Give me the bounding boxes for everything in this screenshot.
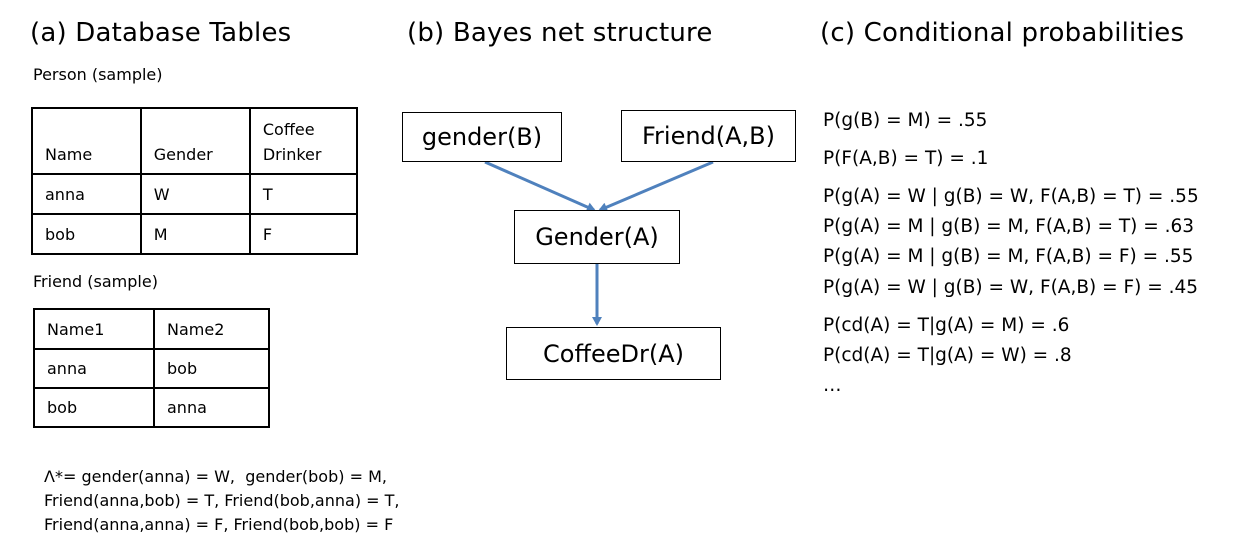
node-gender-a: Gender(A) (514, 210, 680, 264)
table-row: anna W T (31, 173, 359, 215)
table-cell: anna (31, 173, 142, 215)
assignment-line: Λ*= gender(anna) = W, gender(bob) = M, (44, 467, 387, 486)
edge-gender-b-to-gender-a (484, 160, 596, 212)
probability-line: P(g(A) = M | g(B) = M, F(A,B) = F) = .55 (823, 246, 1194, 267)
person-table: Name Gender Coffee Drinker anna W T bob … (31, 107, 359, 255)
column-header: Gender (139, 107, 251, 175)
probability-line: P(g(A) = W | g(B) = W, F(A,B) = F) = .45 (823, 277, 1199, 298)
table-cell: bob (31, 213, 142, 255)
table-row: anna bob (33, 348, 270, 389)
edge-friend-ab-to-gender-a (598, 160, 714, 212)
friend-table-caption: Friend (sample) (33, 272, 158, 291)
title-bayes-net-structure: (b) Bayes net structure (407, 18, 713, 48)
table-cell: anna (153, 387, 270, 428)
table-cell: F (248, 213, 359, 255)
assignment-line: Friend(anna,anna) = F, Friend(bob,bob) =… (44, 515, 394, 534)
probability-line: P(cd(A) = T|g(A) = M) = .6 (823, 315, 1070, 336)
probability-line: P(cd(A) = T|g(A) = W) = .8 (823, 345, 1072, 366)
node-coffee-drinker: CoffeeDr(A) (506, 327, 721, 380)
column-header: Coffee Drinker (248, 107, 359, 175)
table-cell: bob (153, 348, 270, 389)
friend-table: Name1 Name2 anna bob bob anna (33, 308, 270, 428)
node-gender-b: gender(B) (402, 112, 562, 162)
probability-line: P(g(A) = W | g(B) = W, F(A,B) = T) = .55 (823, 186, 1199, 207)
assignment-line: Friend(anna,bob) = T, Friend(bob,anna) =… (44, 491, 400, 510)
column-header: Name (31, 107, 142, 175)
table-row: bob M F (31, 213, 359, 255)
table-cell: T (248, 173, 359, 215)
node-label: gender(B) (421, 123, 543, 151)
probability-ellipsis: … (823, 375, 842, 396)
table-header-row: Name Gender Coffee Drinker (31, 107, 359, 175)
node-friend-ab: Friend(A,B) (621, 110, 796, 162)
title-conditional-probabilities: (c) Conditional probabilities (820, 18, 1185, 48)
person-table-caption: Person (sample) (33, 65, 163, 84)
probability-line: P(g(B) = M) = .55 (823, 110, 988, 131)
node-label: Gender(A) (535, 223, 659, 251)
node-label: Friend(A,B) (641, 122, 776, 150)
table-row: bob anna (33, 387, 270, 428)
table-header-row: Name1 Name2 (33, 308, 270, 350)
table-cell: W (139, 173, 251, 215)
table-cell: M (139, 213, 251, 255)
title-database-tables: (a) Database Tables (30, 18, 292, 48)
node-label: CoffeeDr(A) (543, 339, 684, 368)
table-cell: anna (33, 348, 155, 389)
probability-line: P(g(A) = M | g(B) = M, F(A,B) = T) = .63 (823, 216, 1195, 237)
probability-line: P(F(A,B) = T) = .1 (823, 148, 989, 169)
table-cell: bob (33, 387, 155, 428)
column-header: Name2 (153, 308, 270, 350)
column-header: Name1 (33, 308, 155, 350)
